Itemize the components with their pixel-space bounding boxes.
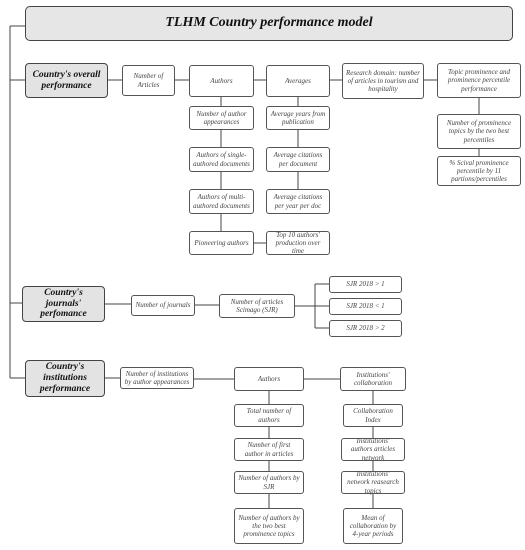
- top10-authors-node: Top 10 authors' production over time: [266, 231, 330, 255]
- sjr-gt-2-node: SJR 2018 > 2: [329, 320, 402, 337]
- collaboration-index-node: Collaboration Index: [343, 404, 403, 427]
- average-citations-year-node: Average citations per year per doc: [266, 189, 330, 214]
- total-authors-node: Total number of authors: [234, 404, 304, 427]
- first-author-node: Number of first author in articles: [234, 438, 304, 461]
- articles-sjr-node: Number of articles Scimago (SJR): [219, 294, 295, 318]
- network-topics-node: Institutions' network reasearch topics: [341, 470, 405, 495]
- journals-performance-node: Country's journals' perfomance: [22, 286, 105, 322]
- institutions-performance-node: Country's institutions performance: [25, 360, 105, 397]
- single-authored-node: Authors of single-authored documents: [189, 147, 254, 172]
- average-citations-doc-node: Average citations per document: [266, 147, 330, 172]
- average-years-node: Average years from publication: [266, 106, 330, 130]
- authors-by-sjr-node: Number of authors by SJR: [234, 471, 304, 494]
- authors-network-node: Institutions' authors articles network: [341, 437, 405, 462]
- authors-header-node: Authors: [189, 65, 254, 97]
- multi-authored-node: Authors of multi-authored documents: [189, 189, 254, 214]
- scival-percentile-node: % Scival prominence percentile by 11 par…: [437, 156, 521, 186]
- topic-prominence-node: Topic prominence and prominence percenti…: [437, 63, 521, 98]
- authors-prominence-node: Number of authors by the two best promin…: [234, 508, 304, 544]
- collaboration-header-node: Institutions' collaboration: [340, 367, 406, 391]
- pioneering-authors-node: Pioneering authors: [189, 231, 254, 255]
- number-of-articles-node: Number of Articles: [122, 65, 175, 96]
- prominence-topics-node: Number of prominence topics by the two b…: [437, 114, 521, 149]
- institutions-by-author-node: Number of institutions by author appeara…: [120, 367, 194, 389]
- diagram-title: TLHM Country performance model: [25, 6, 513, 41]
- author-appearances-node: Number of author appearances: [189, 106, 254, 130]
- number-of-journals-node: Number of journals: [131, 295, 195, 316]
- sjr-lt-1-node: SJR 2018 < 1: [329, 298, 402, 315]
- sjr-gt-1-node: SJR 2018 > 1: [329, 276, 402, 293]
- institutions-authors-header-node: Authors: [234, 367, 304, 391]
- research-domain-node: Research domain: number of articles in t…: [342, 63, 424, 99]
- overall-performance-node: Country's overall performance: [25, 63, 108, 98]
- mean-collaboration-node: Mean of collaboration by 4-year periods: [343, 508, 403, 544]
- averages-header-node: Averages: [266, 65, 330, 97]
